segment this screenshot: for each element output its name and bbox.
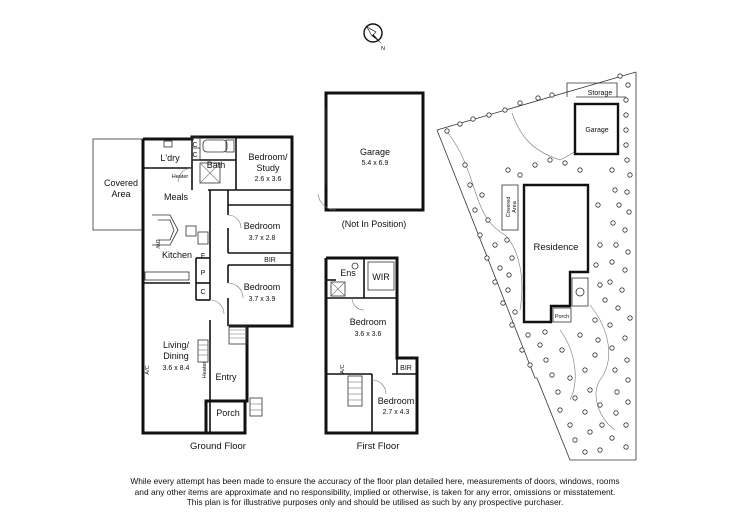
north-arrow-icon: N bbox=[363, 23, 385, 52]
fridge-label: F bbox=[201, 253, 205, 260]
ac-label: A/C bbox=[145, 365, 151, 374]
disclaimer-line: While every attempt has been made to ens… bbox=[130, 476, 620, 486]
site-trees bbox=[444, 73, 633, 455]
living-label-2: Dining bbox=[163, 351, 189, 361]
bedroom-3-label: Bedroom bbox=[244, 282, 281, 292]
heater-label-side: Heater bbox=[202, 362, 208, 379]
site-porch-label: Porch bbox=[555, 314, 569, 320]
dishwasher-label: DW bbox=[154, 239, 160, 249]
garage-size: 5.4 x 6.9 bbox=[362, 160, 389, 167]
bedroom-2-first-label: Bedroom bbox=[378, 396, 415, 406]
heater-label: Heater bbox=[172, 174, 189, 180]
first-floor-plan: Ens WIR Bedroom 3.6 x 3.6 A/C BIR Bedroo… bbox=[324, 256, 419, 452]
site-porch-outline bbox=[552, 307, 572, 323]
site-plan: Storage Garage Covered Area Residence Po… bbox=[436, 71, 637, 461]
garage-note: (Not In Position) bbox=[342, 219, 407, 229]
meals-label: Meals bbox=[164, 192, 189, 202]
north-label: N bbox=[381, 46, 385, 52]
covered-area-label-2: Area bbox=[111, 189, 130, 199]
bedroom-study-size: 2.6 x 3.6 bbox=[255, 176, 282, 183]
kitchen-label: Kitchen bbox=[162, 250, 192, 260]
wir-label: WIR bbox=[372, 272, 390, 282]
entry-label: Entry bbox=[215, 372, 237, 382]
site-residence-label: Residence bbox=[534, 242, 579, 253]
site-covered-area-outline bbox=[501, 184, 519, 231]
disclaimer-line: and any other items are approximate and … bbox=[134, 486, 616, 497]
bedroom-study-label: Bedroom/ bbox=[248, 152, 288, 162]
bath-label: Bath bbox=[207, 160, 226, 170]
covered-area-label: Covered bbox=[104, 178, 138, 188]
bedroom-3-size: 3.7 x 3.9 bbox=[249, 296, 276, 303]
site-storage-label: Storage bbox=[588, 90, 613, 97]
ground-floor-title: Ground Floor bbox=[190, 441, 246, 452]
bedroom-2-size: 3.7 x 2.8 bbox=[249, 235, 276, 242]
pantry-label: P bbox=[201, 270, 206, 277]
detached-garage-plan: Garage 5.4 x 6.9 (Not In Position) bbox=[317, 91, 425, 229]
laundry-label: L'dry bbox=[160, 153, 180, 163]
site-garage-label: Garage bbox=[585, 127, 608, 134]
bir-label-first: BIR bbox=[400, 365, 412, 372]
garage-label: Garage bbox=[360, 147, 390, 157]
porch-label: Porch bbox=[216, 408, 240, 418]
site-covered-area-label-2: Area bbox=[512, 200, 518, 213]
cupboard-label: C bbox=[192, 152, 197, 159]
living-label: Living/ bbox=[163, 340, 190, 350]
cupboard-label: C bbox=[200, 289, 205, 296]
floor-plan-drawing: N bbox=[92, 23, 637, 461]
disclaimer-text: While every attempt has been made to ens… bbox=[0, 476, 750, 508]
ensuite-label: Ens bbox=[340, 268, 356, 278]
bedroom-1-size: 3.6 x 3.6 bbox=[355, 331, 382, 338]
site-garage-outline bbox=[573, 102, 620, 156]
cupboard-label: C bbox=[192, 142, 197, 149]
site-covered-area-label: Covered bbox=[506, 197, 512, 218]
living-size: 3.6 x 8.4 bbox=[163, 365, 190, 372]
bedroom-2-label: Bedroom bbox=[244, 221, 281, 231]
ac-label-first: A/C bbox=[340, 364, 346, 373]
bir-label: BIR bbox=[264, 257, 276, 264]
first-floor-title: First Floor bbox=[357, 441, 400, 452]
bedroom-study-label-2: Study bbox=[256, 163, 280, 173]
bedroom-2-first-size: 2.7 x 4.3 bbox=[383, 409, 410, 416]
bedroom-1-label: Bedroom bbox=[350, 317, 387, 327]
disclaimer-line: This plan is for illustrative purposes o… bbox=[186, 497, 564, 507]
site-residence-outline bbox=[522, 183, 590, 324]
ground-floor-plan: L'dry C C Bath Bedroom/ Study 2.6 x 3.6 … bbox=[92, 135, 294, 452]
